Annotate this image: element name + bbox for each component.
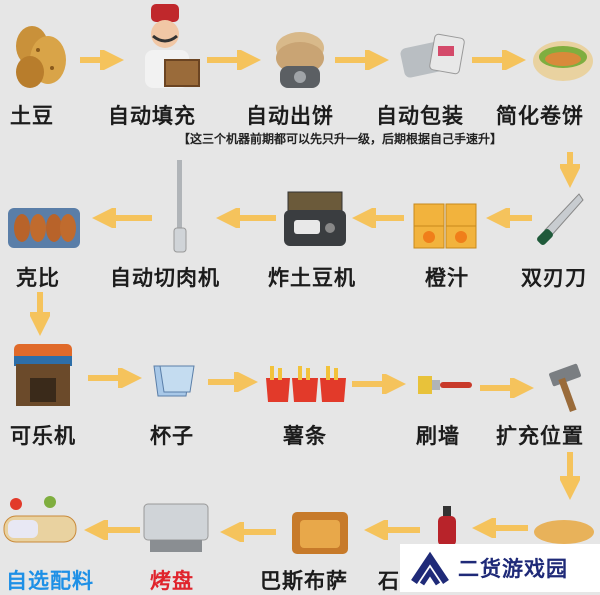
knife-icon xyxy=(537,193,584,245)
arrow-left xyxy=(352,208,404,228)
step-label: 简化卷饼 xyxy=(496,104,584,128)
arrow-left xyxy=(220,522,276,542)
upgrade-note: 【这三个机器前期都可以先只升一级，后期根据自己手速升】 xyxy=(178,132,503,146)
chevron-logo-icon xyxy=(411,551,449,586)
arrow-down xyxy=(560,452,580,500)
arrow-left xyxy=(216,208,276,228)
arrow-down xyxy=(30,292,50,336)
watermark: 二货游戏园 xyxy=(400,544,600,592)
baking-tray-icon xyxy=(143,503,209,552)
step-label: 自动切肉机 xyxy=(110,266,220,290)
step-label: 杯子 xyxy=(150,424,194,448)
flatbread-machine-icon xyxy=(276,32,324,88)
step-label: 自动出饼 xyxy=(246,104,334,128)
step-label: 可乐机 xyxy=(10,424,76,448)
kebab-tray-icon xyxy=(8,208,80,248)
chef-with-box-icon xyxy=(145,4,200,88)
step-label: 土豆 xyxy=(10,104,54,128)
wrapping-machine-icon xyxy=(400,33,465,78)
shawarma-ingredients-icon xyxy=(3,496,77,543)
deep-fryer-icon xyxy=(284,191,346,246)
arrow-right xyxy=(80,50,124,70)
arrow-left xyxy=(84,520,140,540)
basbousa-tray-icon xyxy=(292,512,348,554)
arrow-down xyxy=(560,152,580,188)
hammer-icon xyxy=(549,363,581,413)
step-label: 双刃刀 xyxy=(521,266,587,290)
step-label: 刷墙 xyxy=(416,424,460,448)
arrow-right xyxy=(208,372,258,392)
arrow-right xyxy=(335,50,389,70)
arrow-right xyxy=(352,374,406,394)
step-label: 扩充位置 xyxy=(496,424,584,448)
step-label: 自动包装 xyxy=(376,104,464,128)
potato-icon xyxy=(16,26,66,88)
arrow-right xyxy=(472,50,526,70)
arrow-left xyxy=(92,208,152,228)
arrow-right xyxy=(480,378,534,398)
step-label: 自选配料 xyxy=(6,569,94,593)
arrow-left xyxy=(472,518,528,538)
wrap-roll-icon xyxy=(533,41,593,81)
step-label: 自动填充 xyxy=(108,104,196,128)
arrow-right xyxy=(88,368,142,388)
meat-slicer-icon xyxy=(173,160,187,253)
orange-juice-crates-icon xyxy=(413,203,477,249)
sauce-bottle-icon xyxy=(438,506,456,546)
step-label: 克比 xyxy=(16,266,60,290)
step-label: 石 xyxy=(378,569,400,593)
paintbrush-icon xyxy=(418,376,472,394)
step-label: 烤盘 xyxy=(150,569,194,593)
step-label: 橙汁 xyxy=(425,266,469,290)
cola-machine-icon xyxy=(14,344,72,406)
fries-icon xyxy=(266,366,346,402)
cups-icon xyxy=(153,365,195,397)
watermark-text: 二货游戏园 xyxy=(458,557,568,581)
arrow-left xyxy=(486,208,532,228)
arrow-left xyxy=(364,520,420,540)
stone-oven-icon xyxy=(534,520,594,544)
step-label: 巴斯布萨 xyxy=(260,569,348,593)
step-label: 薯条 xyxy=(283,424,327,448)
arrow-right xyxy=(207,50,261,70)
step-label: 炸土豆机 xyxy=(268,266,356,290)
